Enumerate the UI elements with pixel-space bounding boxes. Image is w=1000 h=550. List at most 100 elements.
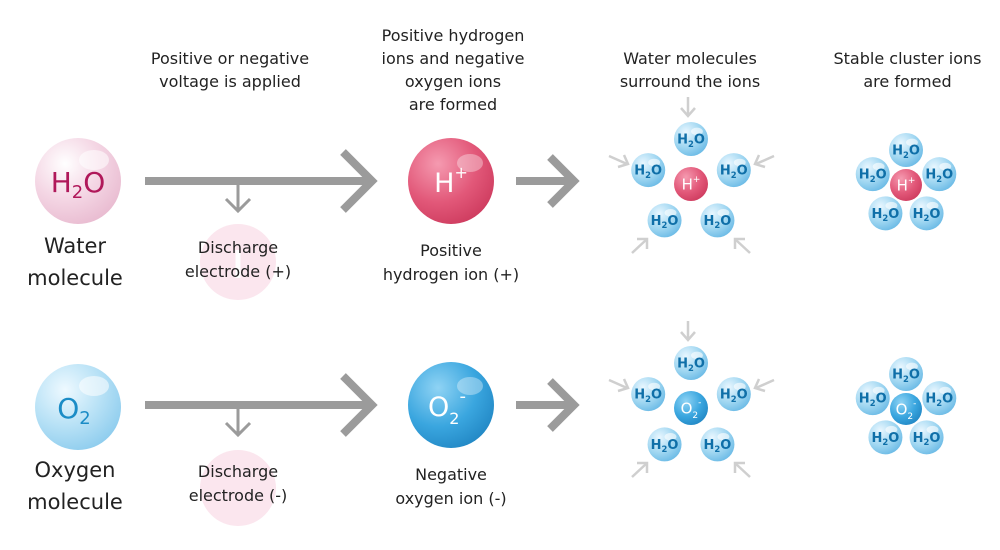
label-line: Discharge bbox=[197, 238, 279, 257]
water-molecule-icon: H2O bbox=[909, 196, 944, 231]
oxygen-ion-icon: O2- bbox=[674, 391, 708, 425]
main-arrow-water bbox=[145, 149, 378, 214]
oxygen-molecule-icon: O2 bbox=[35, 364, 121, 450]
molecule-formula: H2O bbox=[677, 357, 705, 373]
label-line: molecule bbox=[27, 266, 123, 290]
hydrogen-ion-icon: H+ bbox=[408, 138, 494, 224]
electrode-positive-label: Discharge electrode (+) bbox=[163, 236, 313, 284]
water-molecule-label: Water molecule bbox=[0, 230, 150, 294]
water-formula-base: H bbox=[51, 166, 72, 199]
main-arrow-oxygen bbox=[145, 373, 378, 438]
molecule-formula: H2O bbox=[925, 392, 953, 408]
oxygen-ion-label: Negative oxygen ion (-) bbox=[366, 463, 536, 511]
molecule-formula: H2O bbox=[872, 207, 900, 223]
label-line: Discharge bbox=[197, 462, 279, 481]
label-line: Positive bbox=[420, 241, 482, 260]
water-molecule-icon: H2O bbox=[855, 157, 890, 192]
inward-arrows-water bbox=[608, 97, 775, 254]
header-step2-line: ions and negative bbox=[381, 49, 525, 68]
oxygen-ion-sub: 2 bbox=[449, 409, 459, 428]
hydrogen-ion-label: Positive hydrogen ion (+) bbox=[366, 239, 536, 287]
hydrogen-ion-icon: H+ bbox=[674, 167, 708, 201]
electrode-negative-label: Discharge electrode (-) bbox=[163, 460, 313, 508]
label-line: oxygen ion (-) bbox=[395, 489, 507, 508]
molecule-formula: H2O bbox=[913, 207, 941, 223]
oxygen-ion-base: O bbox=[428, 392, 449, 423]
water-molecule-icon: H2O bbox=[631, 153, 666, 188]
water-molecule-icon: H2O bbox=[868, 196, 903, 231]
svg-text:H2O: H2O bbox=[51, 166, 106, 203]
molecule-formula: H2O bbox=[892, 368, 920, 384]
oxygen-ion-sup: - bbox=[459, 386, 466, 407]
oxygen-ion-icon: O2- bbox=[408, 362, 494, 448]
label-line: electrode (-) bbox=[188, 486, 288, 505]
oxygen-formula-base: O bbox=[57, 392, 79, 425]
water-molecule-icon: H2O bbox=[716, 377, 751, 412]
inward-arrows-oxygen bbox=[608, 321, 775, 478]
label-line: Water bbox=[43, 234, 107, 258]
ion-formula: O2- bbox=[896, 399, 917, 422]
molecule-formula: H2O bbox=[651, 214, 679, 230]
water-molecule-icon: H2O bbox=[631, 377, 666, 412]
label-line: Negative bbox=[415, 465, 487, 484]
water-molecule-icon: H2O bbox=[700, 203, 735, 238]
molecule-formula: H2O bbox=[720, 388, 748, 404]
hydrogen-ion-icon: H+ bbox=[890, 169, 922, 201]
svg-text:H+: H+ bbox=[434, 163, 468, 199]
header-step1-line: Positive or negative bbox=[150, 49, 310, 68]
header-step1-line: voltage is applied bbox=[159, 72, 301, 91]
oxygen-formula-sub: 2 bbox=[79, 408, 90, 429]
label-line: Oxygen bbox=[34, 458, 116, 482]
water-molecule-icon: H2O bbox=[922, 381, 957, 416]
water-molecule-icon: H2O bbox=[868, 420, 903, 455]
svg-text:O2-: O2- bbox=[428, 386, 466, 428]
ion-formula: H+ bbox=[897, 176, 916, 195]
molecule-formula: H2O bbox=[677, 133, 705, 149]
water-molecule-icon: H2O bbox=[889, 357, 923, 391]
label-line: electrode (+) bbox=[184, 262, 292, 281]
water-molecule-icon: H2O bbox=[647, 427, 682, 462]
svg-text:O2: O2 bbox=[57, 392, 91, 429]
water-molecule-icon: H2O bbox=[35, 138, 121, 224]
molecule-formula: H2O bbox=[872, 431, 900, 447]
label-line: molecule bbox=[27, 490, 123, 514]
water-molecule-icon: H2O bbox=[674, 346, 708, 380]
ion-formula: O2- bbox=[681, 398, 702, 421]
ion-formula: H+ bbox=[682, 175, 701, 194]
header-step3: Water molecules surround the ions bbox=[600, 47, 780, 93]
water-molecule-icon: H2O bbox=[909, 420, 944, 455]
molecule-formula: H2O bbox=[859, 168, 887, 184]
discharge-electrode-negative bbox=[200, 450, 276, 526]
step-arrow-water bbox=[516, 154, 580, 208]
water-formula-tail: O bbox=[83, 166, 105, 199]
molecule-formula: H2O bbox=[913, 431, 941, 447]
molecule-formula: H2O bbox=[859, 392, 887, 408]
oxygen-ion-icon: O2- bbox=[890, 393, 922, 425]
water-formula-sub: 2 bbox=[72, 182, 83, 203]
molecule-formula: H2O bbox=[651, 438, 679, 454]
surrounding-cluster-oxygen: H2O H2O H2O H2O H2O O2- bbox=[631, 346, 751, 462]
molecule-formula: H2O bbox=[704, 438, 732, 454]
header-step4-line: are formed bbox=[863, 72, 952, 91]
header-step2-line: are formed bbox=[408, 95, 498, 114]
molecule-formula: H2O bbox=[634, 388, 662, 404]
header-step1: Positive or negative voltage is applied bbox=[130, 47, 330, 93]
header-step4: Stable cluster ions are formed bbox=[815, 47, 1000, 93]
water-molecule-icon: H2O bbox=[922, 157, 957, 192]
header-step4-line: Stable cluster ions bbox=[833, 49, 982, 68]
water-molecule-icon: H2O bbox=[647, 203, 682, 238]
molecule-formula: H2O bbox=[720, 164, 748, 180]
water-molecule-icon: H2O bbox=[855, 381, 890, 416]
water-molecule-icon: H2O bbox=[889, 133, 923, 167]
hydrogen-ion-base: H bbox=[434, 168, 454, 199]
header-step3-line: Water molecules bbox=[623, 49, 757, 68]
surrounding-cluster-water: H2O H2O H2O H2O H2O H+ bbox=[631, 122, 751, 238]
molecule-formula: H2O bbox=[634, 164, 662, 180]
header-step2: Positive hydrogen ions and negative oxyg… bbox=[358, 24, 548, 116]
molecule-formula: H2O bbox=[892, 144, 920, 160]
water-molecule-icon: H2O bbox=[716, 153, 751, 188]
water-molecule-icon: H2O bbox=[700, 427, 735, 462]
step-arrow-oxygen bbox=[516, 378, 580, 432]
